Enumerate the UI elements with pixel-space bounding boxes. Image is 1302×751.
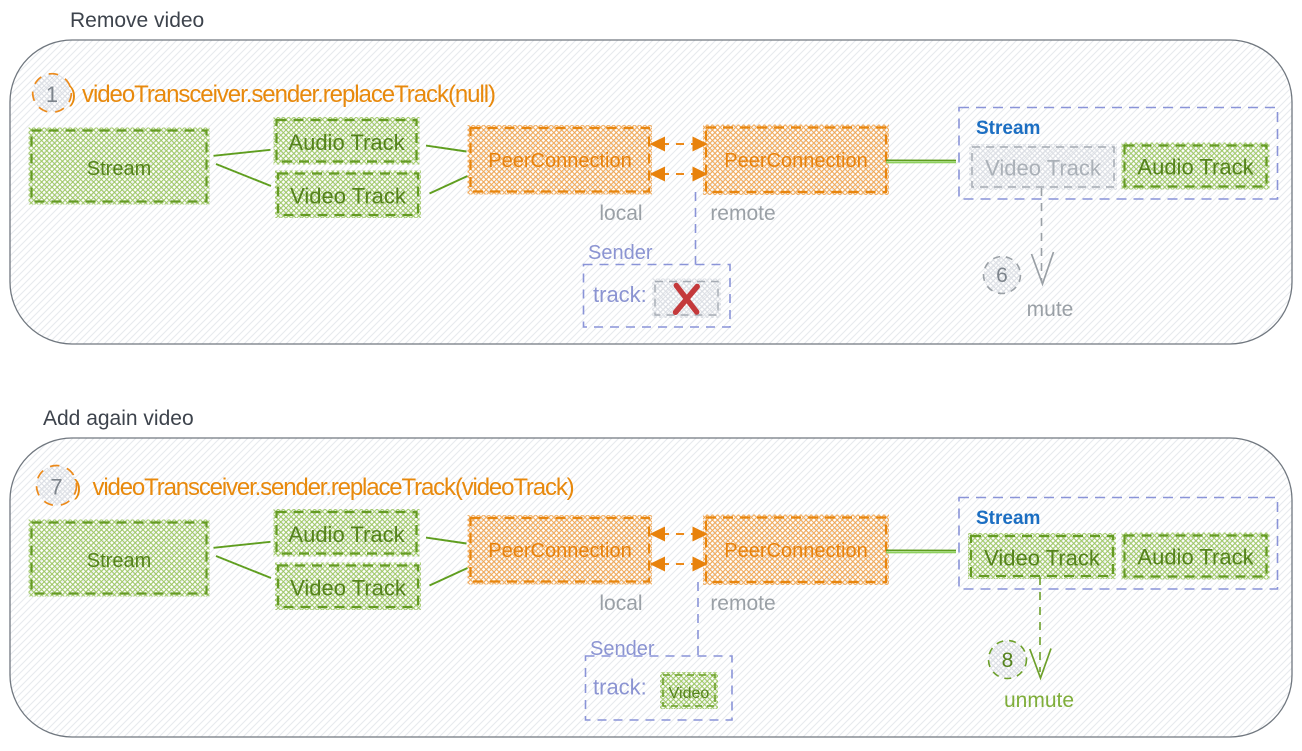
svg-text:8: 8 <box>1002 649 1014 672</box>
svg-text:Video Track: Video Track <box>984 546 1101 571</box>
svg-text:videoTransceiver.sender.replac: videoTransceiver.sender.replaceTrack(vid… <box>93 474 574 501</box>
svg-text:track:: track: <box>593 675 647 700</box>
svg-text:Add again video: Add again video <box>43 407 194 430</box>
svg-text:1: 1 <box>46 82 58 107</box>
svg-text:): ) <box>74 475 81 500</box>
svg-text:7: 7 <box>50 475 62 500</box>
svg-text:Remove video: Remove video <box>70 9 204 32</box>
svg-text:Sender: Sender <box>590 638 655 660</box>
svg-text:videoTransceiver.sender.replac: videoTransceiver.sender.replaceTrack(nul… <box>82 81 495 108</box>
svg-text:mute: mute <box>1027 298 1074 321</box>
svg-text:Video: Video <box>669 685 710 702</box>
svg-text:unmute: unmute <box>1004 689 1074 712</box>
svg-text:Video Track: Video Track <box>985 156 1102 181</box>
svg-text:6: 6 <box>996 264 1008 287</box>
svg-text:): ) <box>69 82 76 107</box>
